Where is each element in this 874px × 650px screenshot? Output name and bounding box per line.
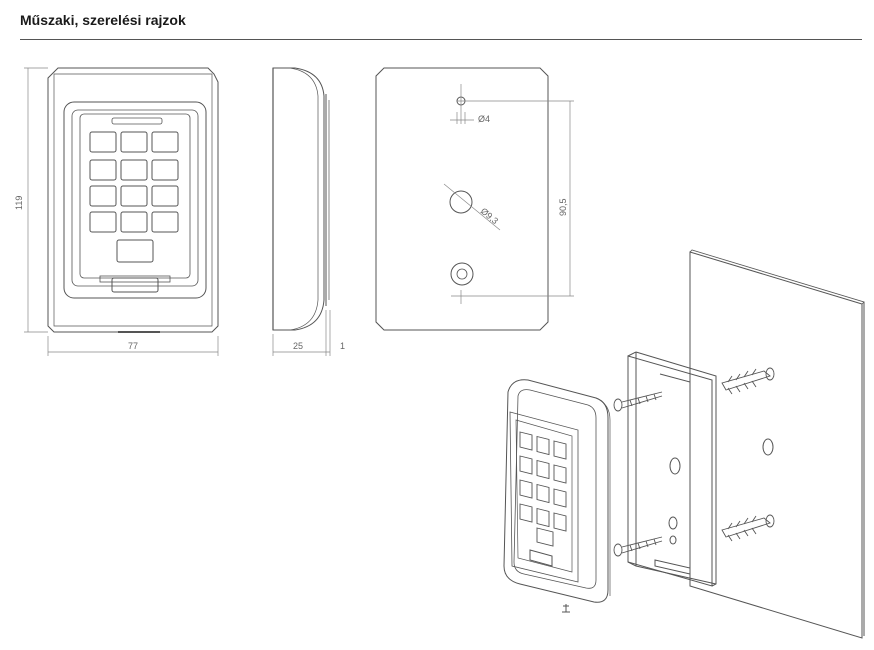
keypad-key bbox=[120, 211, 148, 233]
mounting-screw-bottom bbox=[613, 536, 663, 557]
keypad-key bbox=[89, 159, 117, 181]
keypad-3d-key bbox=[519, 503, 533, 523]
keypad-key bbox=[89, 185, 117, 207]
keypad-3d bbox=[503, 379, 611, 613]
depth-dimension-label: 25 bbox=[293, 341, 303, 351]
title-divider bbox=[20, 39, 862, 40]
offset-dimension-label: 1 bbox=[340, 341, 345, 351]
mounting-plate bbox=[627, 351, 717, 587]
keypad-3d-key bbox=[519, 431, 533, 451]
keypad-key bbox=[89, 131, 117, 153]
enter-key bbox=[116, 239, 154, 263]
keypad-3d-keys bbox=[519, 431, 567, 547]
keypad-3d-enter-key bbox=[536, 527, 554, 547]
keypad-3d-key bbox=[519, 479, 533, 499]
keypad-key bbox=[89, 211, 117, 233]
page-title: Műszaki, szerelési rajzok bbox=[20, 12, 186, 28]
keypad-key bbox=[120, 159, 148, 181]
keypad-key bbox=[151, 131, 179, 153]
keypad-3d-key bbox=[536, 435, 550, 456]
height-dimension-label: 119 bbox=[14, 196, 24, 210]
wall-panel bbox=[689, 249, 865, 639]
front-view bbox=[47, 67, 219, 333]
keypad-3d-key bbox=[553, 440, 567, 460]
front-dimensions bbox=[24, 67, 219, 356]
keypad-3d-key bbox=[536, 507, 550, 528]
keypad-3d-key bbox=[536, 483, 550, 504]
hole-spacing-label: 90,5 bbox=[558, 198, 568, 216]
mounting-screw-top bbox=[613, 391, 663, 412]
keypad-3d-key bbox=[519, 455, 533, 475]
keypad-3d-key bbox=[536, 459, 550, 480]
keypad-3d-key bbox=[553, 488, 567, 508]
side-view bbox=[272, 67, 330, 331]
wall-anchor-top bbox=[721, 367, 775, 395]
keypad-3d-key bbox=[553, 512, 567, 532]
back-plate-dimensions bbox=[443, 84, 574, 304]
side-dimensions bbox=[272, 310, 331, 356]
keypad-key bbox=[151, 185, 179, 207]
keypad-key bbox=[120, 185, 148, 207]
wall-anchor-bottom bbox=[721, 514, 775, 542]
keypad-key bbox=[151, 159, 179, 181]
keypad-3d-key bbox=[553, 464, 567, 484]
keypad-keys bbox=[89, 131, 179, 233]
keypad-key bbox=[120, 131, 148, 153]
keypad-key bbox=[151, 211, 179, 233]
center-hole-diameter-label: Ø9,3 bbox=[479, 206, 500, 226]
small-hole-diameter-label: Ø4 bbox=[478, 114, 490, 124]
width-dimension-label: 77 bbox=[128, 341, 138, 351]
